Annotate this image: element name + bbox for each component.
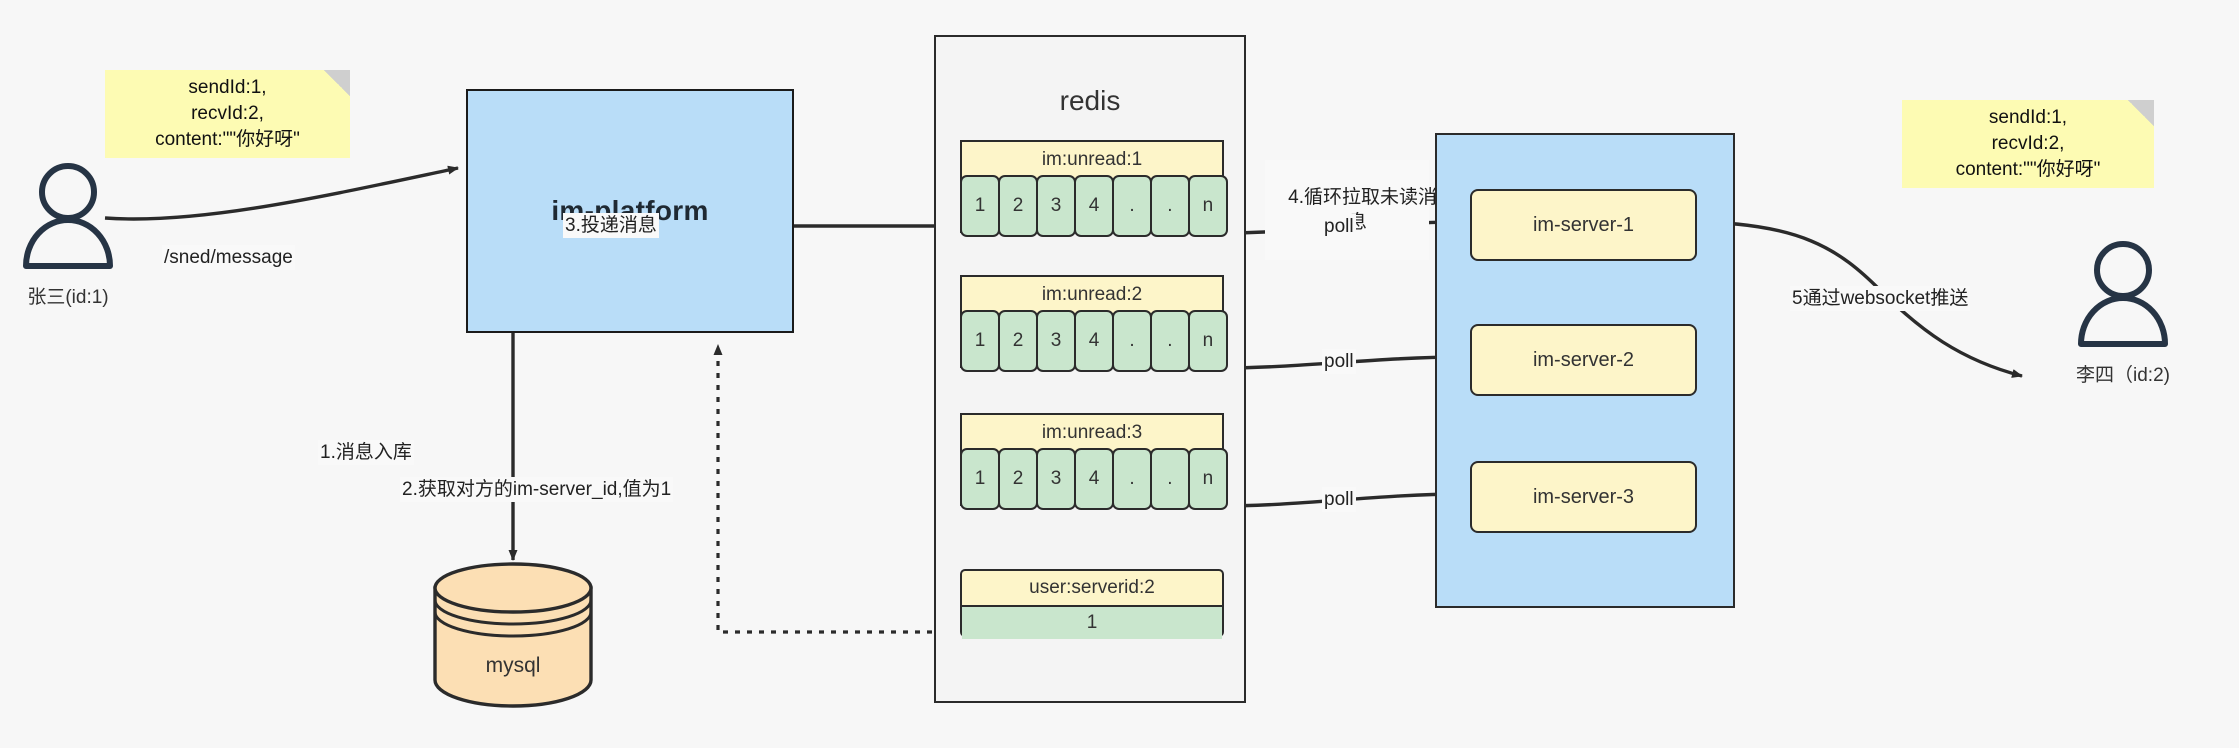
edge-send-message — [104, 165, 459, 221]
actor-sender[interactable] — [20, 160, 116, 275]
note-sender-line1: sendId:1, — [188, 77, 267, 98]
database-cylinder-icon — [433, 562, 593, 708]
queue-cell[interactable]: . — [1149, 448, 1190, 510]
redis-queue-3[interactable]: im:unread:3 1 2 3 4 . . n — [960, 413, 1228, 510]
edge-label-poll-3: poll — [1322, 487, 1356, 512]
queue-cell[interactable]: 3 — [1035, 310, 1077, 372]
queue-cell[interactable]: 2 — [997, 175, 1039, 237]
note-sender-line3: content:""你好呀" — [155, 129, 300, 150]
queue-cell[interactable]: . — [1111, 175, 1153, 237]
note-receiver-line3: content:""你好呀" — [1955, 159, 2101, 180]
edge-label-step4: 4.循环拉取未读消 息 — [1265, 160, 1437, 260]
note-fold-corner — [324, 70, 350, 96]
node-im-server-1[interactable]: im-server-1 — [1470, 189, 1697, 261]
queue-cell[interactable]: 2 — [997, 448, 1039, 510]
node-im-server-2[interactable]: im-server-2 — [1470, 324, 1697, 396]
queue-cell[interactable]: 2 — [997, 310, 1039, 372]
note-receiver-payload: sendId:1, recvId:2, content:""你好呀" — [1902, 100, 2154, 188]
redis-queue-3-cells: 1 2 3 4 . . n — [960, 448, 1228, 510]
edge-label-step5: 5通过websocket推送 — [1790, 286, 1971, 311]
edge-get-serverid — [713, 344, 944, 634]
queue-cell[interactable]: n — [1187, 448, 1228, 510]
queue-cell[interactable]: n — [1187, 310, 1228, 372]
queue-cell[interactable]: . — [1149, 310, 1190, 372]
user-icon — [2078, 241, 2168, 347]
queue-cell[interactable]: 3 — [1035, 448, 1077, 510]
node-im-server-cluster[interactable]: im-server-1 im-server-2 im-server-3 — [1435, 133, 1735, 608]
redis-user-serverid-key: user:serverid:2 — [1029, 577, 1155, 598]
redis-queue-1[interactable]: im:unread:1 1 2 3 4 . . n — [960, 140, 1228, 237]
edge-label-send-message: /sned/message — [162, 245, 295, 270]
queue-cell[interactable]: 1 — [960, 448, 1001, 510]
note-receiver-line1: sendId:1, — [1988, 107, 2068, 128]
note-sender-line2: recvId:2, — [191, 103, 264, 124]
queue-cell[interactable]: n — [1187, 175, 1228, 237]
node-mysql[interactable]: mysql — [430, 560, 596, 708]
user-icon — [23, 163, 113, 269]
redis-user-serverid-block[interactable]: user:serverid:2 1 — [960, 569, 1224, 639]
node-im-platform[interactable]: im-platform — [466, 89, 794, 333]
redis-user-serverid-value: 1 — [962, 605, 1222, 639]
queue-cell[interactable]: . — [1111, 448, 1153, 510]
edge-label-step4-line1: 4.循环拉取未读消 — [1288, 187, 1437, 208]
redis-queue-2-cells: 1 2 3 4 . . n — [960, 310, 1228, 372]
queue-cell[interactable]: 3 — [1035, 175, 1077, 237]
edge-label-step2: 2.获取对方的im-server_id,值为1 — [400, 477, 674, 502]
edge-label-poll-1: poll — [1322, 214, 1356, 239]
edge-label-step1: 1.消息入库 — [318, 440, 414, 465]
node-mysql-label: mysql — [485, 654, 541, 677]
redis-queue-2[interactable]: im:unread:2 1 2 3 4 . . n — [960, 275, 1228, 372]
node-im-server-3[interactable]: im-server-3 — [1470, 461, 1697, 533]
redis-queue-2-key: im:unread:2 — [1041, 284, 1143, 305]
actor-receiver[interactable] — [2075, 238, 2171, 353]
actor-sender-label: 张三(id:1) — [27, 287, 109, 308]
note-receiver-line2: recvId:2, — [1991, 133, 2065, 154]
edge-label-step3: 3.投递消息 — [563, 213, 659, 238]
redis-queue-1-key: im:unread:1 — [1041, 149, 1143, 170]
note-fold-corner — [2128, 100, 2154, 126]
redis-title: redis — [1059, 85, 1121, 116]
queue-cell[interactable]: . — [1111, 310, 1153, 372]
edge-label-poll-2: poll — [1322, 349, 1356, 374]
redis-queue-3-key: im:unread:3 — [1041, 422, 1143, 443]
queue-cell[interactable]: . — [1149, 175, 1190, 237]
node-redis-container[interactable]: redis im:unread:1 1 2 3 4 . . n im:unrea… — [934, 35, 1246, 703]
queue-cell[interactable]: 4 — [1073, 448, 1115, 510]
queue-cell[interactable]: 1 — [960, 175, 1001, 237]
queue-cell[interactable]: 4 — [1073, 175, 1115, 237]
queue-cell[interactable]: 1 — [960, 310, 1001, 372]
redis-queue-1-cells: 1 2 3 4 . . n — [960, 175, 1228, 237]
actor-receiver-label: 李四（id:2) — [2076, 365, 2170, 386]
note-sender-payload: sendId:1, recvId:2, content:""你好呀" — [105, 70, 350, 158]
queue-cell[interactable]: 4 — [1073, 310, 1115, 372]
